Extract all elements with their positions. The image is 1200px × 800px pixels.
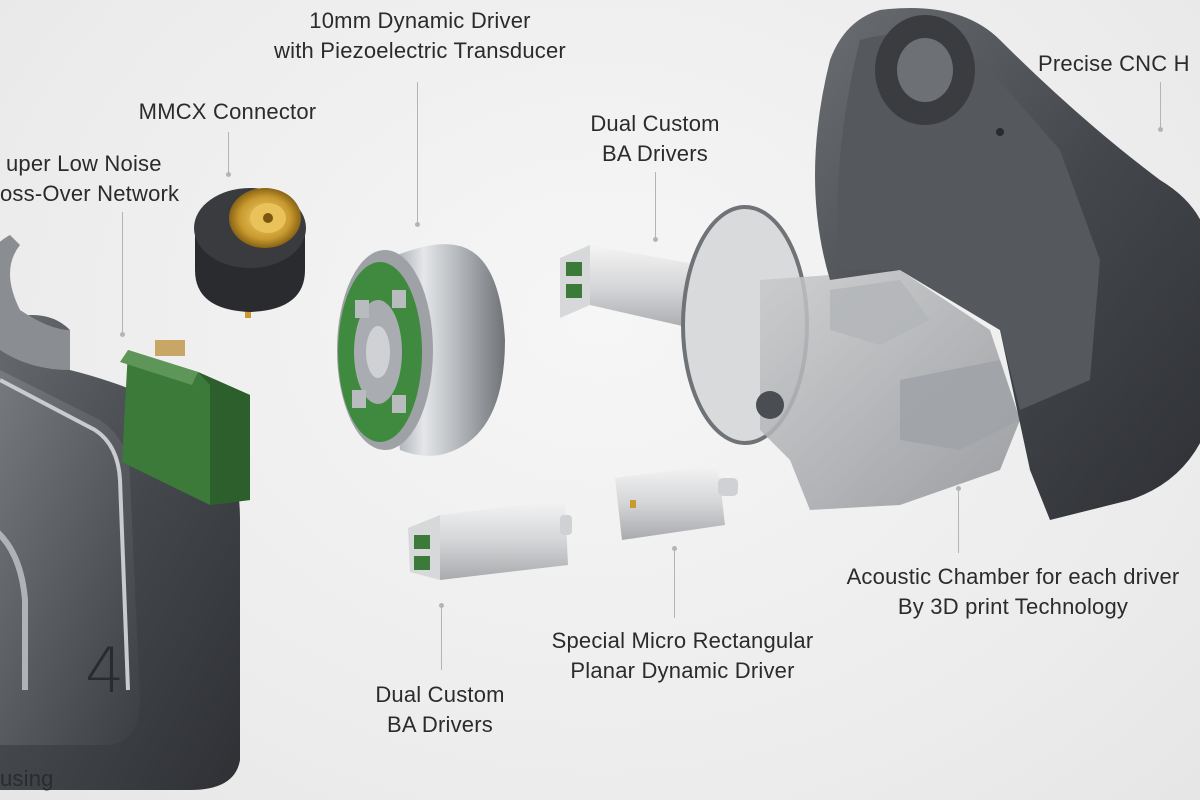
leader-dot-ba-bottom <box>439 603 444 608</box>
leader-planar <box>674 548 675 618</box>
label-dynamic-driver-line1: 10mm Dynamic Driver <box>309 8 531 33</box>
label-housing-line1: using <box>0 766 54 791</box>
mmcx-connector <box>194 188 306 318</box>
faceplate-logo: 4 <box>85 634 124 707</box>
label-crossover: uper Low Noise oss-Over Network <box>0 149 190 209</box>
label-housing: using <box>0 764 80 794</box>
label-dynamic-driver-line2: with Piezoelectric Transducer <box>274 38 566 63</box>
label-cnc: Precise CNC H <box>1038 49 1200 79</box>
label-acoustic: Acoustic Chamber for each driver By 3D p… <box>826 562 1200 622</box>
label-mmcx: MMCX Connector <box>110 97 345 127</box>
faceplate-housing: 4 <box>0 235 240 790</box>
label-cnc-line1: Precise CNC H <box>1038 51 1190 76</box>
leader-dot-mmcx <box>226 172 231 177</box>
acoustic-chamber <box>681 205 1020 510</box>
leader-ba-bottom <box>441 605 442 670</box>
label-planar: Special Micro Rectangular Planar Dynamic… <box>530 626 835 686</box>
leader-dot-cnc <box>1158 127 1163 132</box>
label-ba-bottom-line2: BA Drivers <box>387 712 493 737</box>
leader-dot-ba-top <box>653 237 658 242</box>
label-dynamic-driver: 10mm Dynamic Driver with Piezoelectric T… <box>230 6 610 66</box>
dynamic-driver <box>337 244 505 456</box>
cnc-shell <box>815 8 1200 520</box>
label-planar-line1: Special Micro Rectangular <box>551 628 814 653</box>
leader-dot-planar <box>672 546 677 551</box>
label-ba-top: Dual Custom BA Drivers <box>560 109 750 169</box>
planar-driver <box>615 465 738 540</box>
label-acoustic-line2: By 3D print Technology <box>897 594 1129 619</box>
leader-dynamic-driver <box>417 82 418 222</box>
label-acoustic-line1: Acoustic Chamber for each driver <box>846 564 1180 589</box>
leader-dot-acoustic <box>956 486 961 491</box>
leader-acoustic <box>958 488 959 553</box>
label-planar-line2: Planar Dynamic Driver <box>570 658 795 683</box>
label-ba-top-line2: BA Drivers <box>602 141 708 166</box>
label-ba-bottom: Dual Custom BA Drivers <box>345 680 535 740</box>
ba-drivers-bottom <box>408 500 572 580</box>
leader-dot-crossover <box>120 332 125 337</box>
leader-ba-top <box>655 172 656 237</box>
leader-dot-dynamic-driver <box>415 222 420 227</box>
label-crossover-line1: uper Low Noise <box>6 151 162 176</box>
label-mmcx-line1: MMCX Connector <box>138 99 317 124</box>
crossover-pcb <box>120 340 250 505</box>
ba-drivers-top <box>560 245 710 330</box>
label-ba-bottom-line1: Dual Custom <box>375 682 505 707</box>
label-ba-top-line1: Dual Custom <box>590 111 720 136</box>
leader-mmcx <box>228 132 229 172</box>
label-crossover-line2: oss-Over Network <box>0 181 180 206</box>
leader-cnc <box>1160 82 1161 127</box>
leader-crossover <box>122 212 123 332</box>
